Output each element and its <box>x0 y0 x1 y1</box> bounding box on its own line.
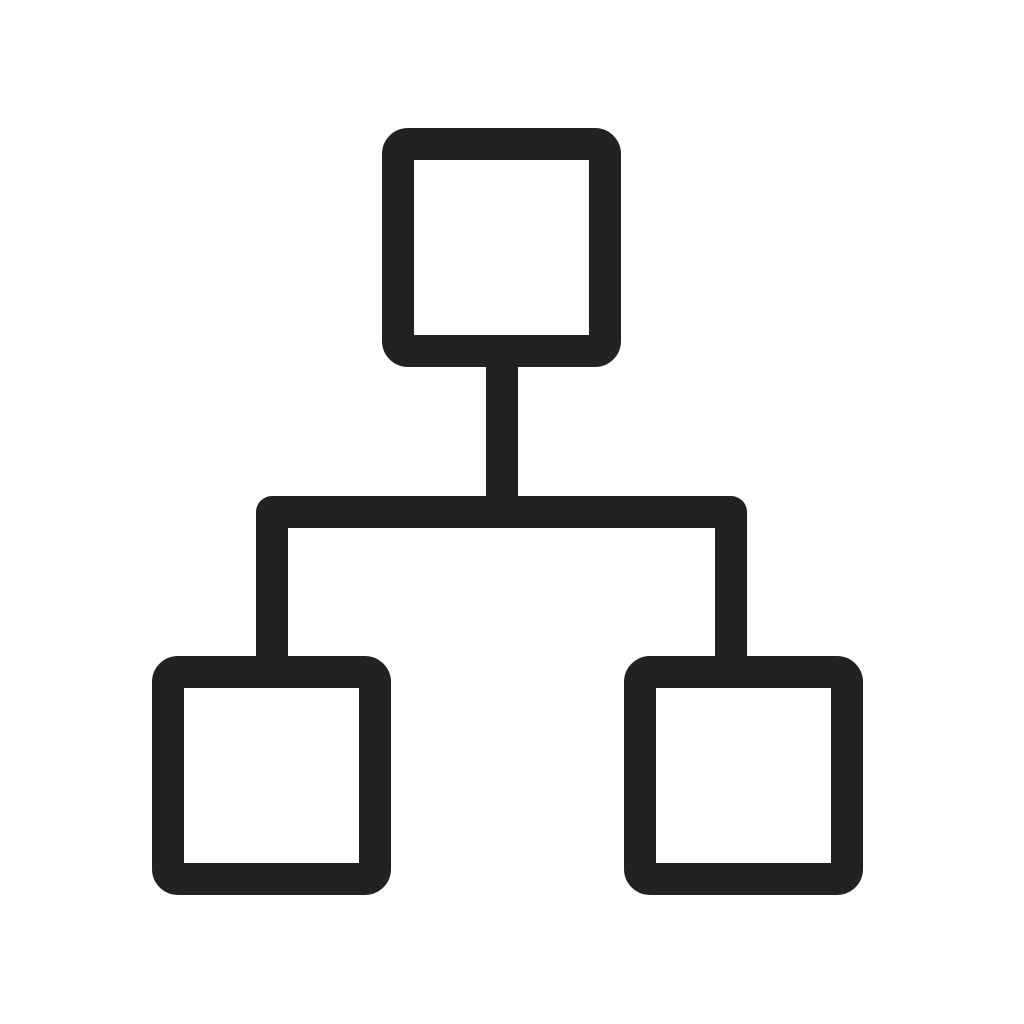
connector-lines <box>256 367 747 656</box>
node-box-child-right <box>624 656 863 895</box>
nodes <box>152 128 863 895</box>
node-box-root <box>382 128 621 367</box>
node-box-child-left <box>152 656 391 895</box>
connectors <box>256 367 747 656</box>
